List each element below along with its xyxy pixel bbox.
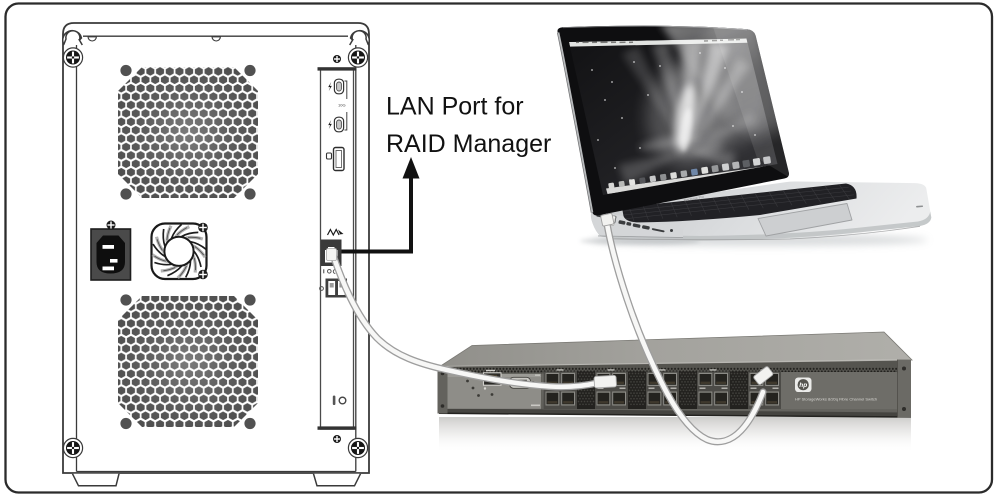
svg-text:LAN Port for: LAN Port for [386, 93, 524, 121]
svg-text:RAID Manager: RAID Manager [386, 130, 551, 158]
svg-text:HP StorageWorks 8/20q Fibre Ch: HP StorageWorks 8/20q Fibre Channel Swit… [795, 397, 877, 402]
svg-text:hp: hp [799, 382, 807, 389]
svg-text:10G: 10G [338, 103, 346, 108]
svg-text:MacBook Pro: MacBook Pro [683, 195, 704, 203]
